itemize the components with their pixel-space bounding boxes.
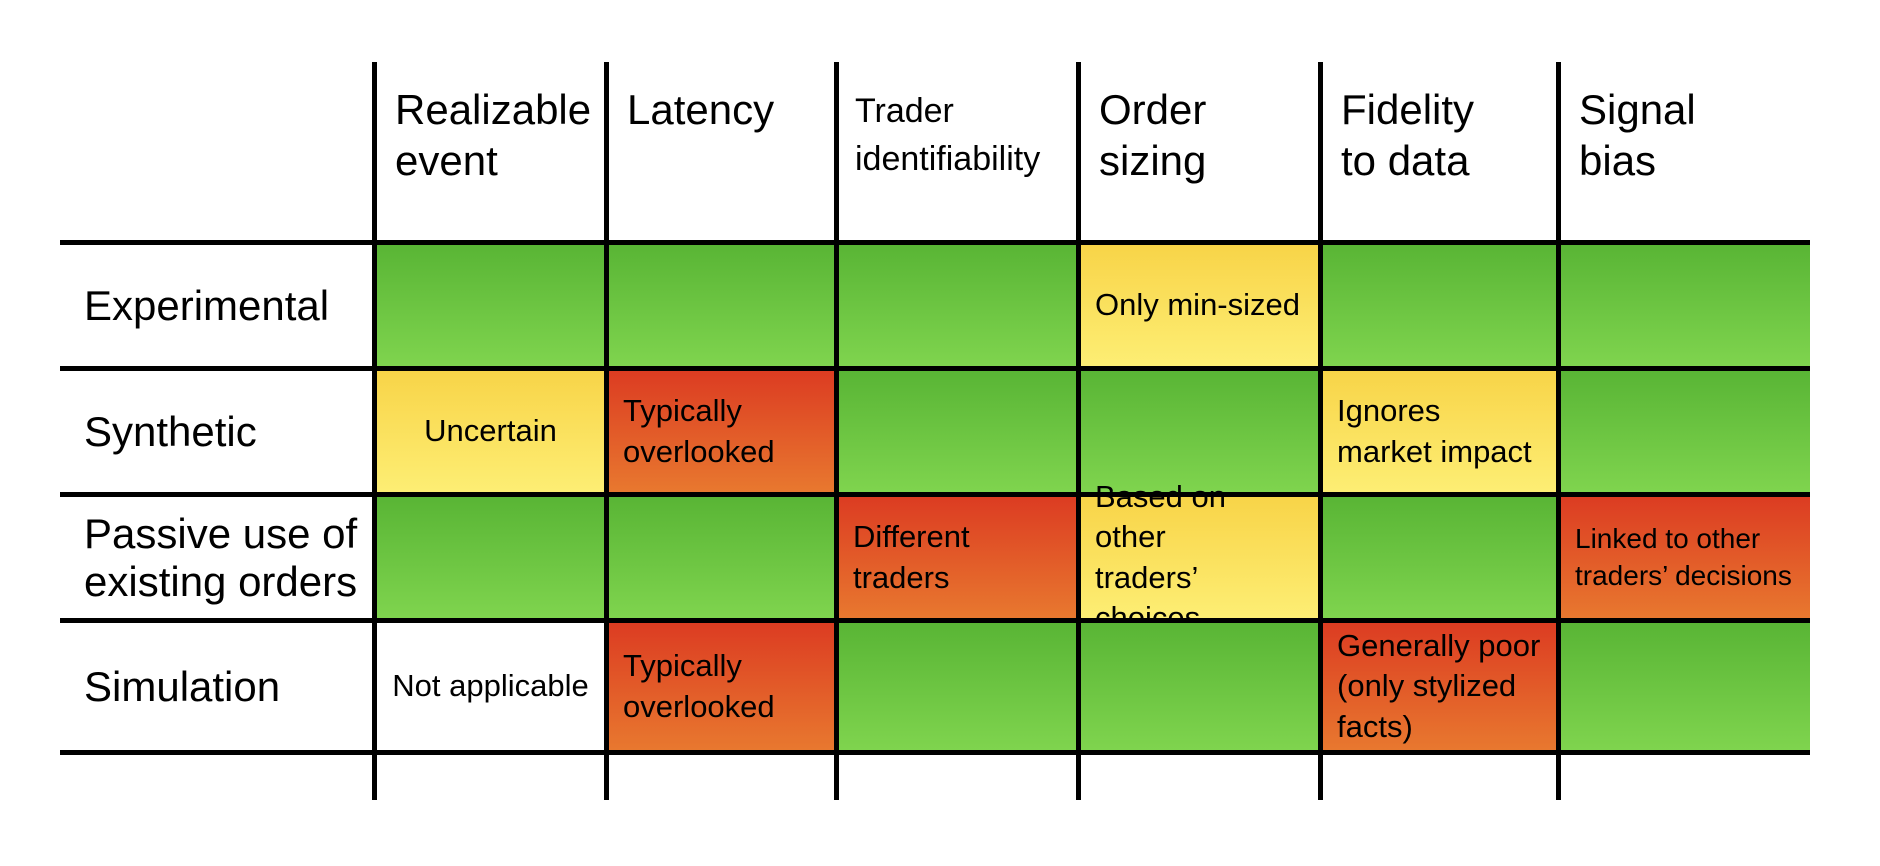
table-cell-yellow: Uncertain	[377, 371, 604, 492]
column-header-line: bias	[1579, 137, 1657, 185]
table-cell-line: market impact	[1337, 433, 1532, 469]
grid-horizontal-line	[60, 618, 1810, 623]
row-label-text: Experimental	[84, 282, 329, 329]
column-header-line: identifiability	[855, 139, 1041, 178]
table-cell-text: Not applicable	[392, 666, 588, 706]
table-cell-text: Typically overlooked	[623, 646, 775, 727]
table-cell-red: Linked to other traders’ decisions	[1561, 497, 1810, 618]
grid-horizontal-line	[60, 366, 1810, 371]
table-cell-line: traders’ choices	[1095, 559, 1200, 635]
table-cell-text: Typically overlooked	[623, 391, 775, 472]
table-cell-green	[609, 245, 834, 366]
column-header-latency: Latency	[609, 62, 834, 240]
column-header-line: event	[395, 137, 498, 185]
table-cell-red: Generally poor (only stylized facts)	[1323, 623, 1556, 750]
column-header-line: Fidelity	[1341, 86, 1475, 133]
row-label-line: existing orders	[84, 557, 358, 605]
row-label-line: Synthetic	[84, 407, 257, 455]
row-label-line: Experimental	[84, 281, 330, 329]
table-cell-yellow: Ignores market impact	[1323, 371, 1556, 492]
grid-vertical-line	[372, 62, 377, 800]
column-header-line: to data	[1341, 137, 1470, 185]
row-label-line: Simulation	[84, 662, 281, 710]
table-cell-green	[839, 371, 1076, 492]
table-cell-red: Different traders	[839, 497, 1076, 618]
grid-horizontal-line	[60, 750, 1810, 755]
table-cell-line: Based on other	[1095, 479, 1226, 555]
table-cell-line: Generally poor	[1337, 628, 1541, 664]
column-header-line: Latency	[627, 86, 775, 133]
column-header-line: Signal	[1579, 86, 1696, 133]
table-cell-line: Typically	[623, 648, 742, 684]
table-cell-line: Ignores	[1337, 393, 1441, 429]
column-header-line: sizing	[1099, 137, 1207, 185]
table-cell-text: Generally poor (only stylized facts)	[1337, 626, 1540, 747]
table-cell-line: overlooked	[623, 688, 775, 724]
table-cell-yellow: Only min-sized	[1081, 245, 1318, 366]
table-cell-line: Uncertain	[424, 413, 557, 449]
row-label: Synthetic	[60, 371, 372, 492]
table-cell-green	[1561, 371, 1810, 492]
table-cell-line: Only min-sized	[1095, 287, 1300, 323]
table-cell-line: facts)	[1337, 708, 1413, 744]
table-cell-text: Only min-sized	[1095, 285, 1300, 325]
table-cell-green	[1561, 623, 1810, 750]
table-cell-green	[1323, 497, 1556, 618]
row-label: Experimental	[60, 245, 372, 366]
column-header-text: Trader identifiability	[855, 88, 1040, 183]
column-header-text: Latency	[627, 84, 774, 135]
table-cell-green	[839, 245, 1076, 366]
table-cell-green	[1561, 245, 1810, 366]
table-cell-line: Linked to other	[1575, 523, 1761, 555]
grid-vertical-line	[1556, 62, 1561, 800]
row-label-line: Passive use of	[84, 510, 358, 558]
table-cell-text: Ignores market impact	[1337, 391, 1532, 472]
table-cell-green	[377, 245, 604, 366]
grid-vertical-line	[1076, 62, 1081, 800]
table-cell-text: Linked to other traders’ decisions	[1575, 521, 1792, 594]
grid-horizontal-line	[60, 240, 1810, 245]
table-cell-green	[839, 623, 1076, 750]
table-cell-text: Different traders	[853, 517, 1062, 598]
column-header-line: Trader	[855, 92, 954, 130]
table-cell-text: Uncertain	[424, 411, 557, 451]
table-cell-line: Typically	[623, 393, 742, 429]
row-label-text: Simulation	[84, 663, 280, 710]
table-cell-line: Not applicable	[392, 668, 589, 704]
table-cell-green	[1081, 371, 1318, 492]
table-cell-white: Not applicable	[377, 623, 604, 750]
column-header-trader: Trader identifiability	[839, 62, 1076, 240]
grid-vertical-line	[1318, 62, 1323, 800]
table-cell-green	[1323, 245, 1556, 366]
table-cell-line: Different traders	[853, 519, 970, 595]
table-cell-green	[609, 497, 834, 618]
table-cell-red: Typically overlooked	[609, 623, 834, 750]
table-cell-line: traders’ decisions	[1575, 559, 1792, 591]
table-cell-green	[1081, 623, 1318, 750]
column-header-line: Order	[1099, 86, 1207, 133]
table-cell-green	[377, 497, 604, 618]
row-label-text: Synthetic	[84, 408, 257, 455]
table-cell-line: (only stylized	[1337, 668, 1517, 704]
grid-vertical-line	[604, 62, 609, 800]
grid-vertical-line	[834, 62, 839, 800]
grid-horizontal-line	[60, 492, 1810, 497]
table-cell-line: overlooked	[623, 433, 775, 469]
row-label: Simulation	[60, 623, 372, 750]
column-header-line: Realizable	[395, 86, 592, 133]
table-cell-red: Typically overlooked	[609, 371, 834, 492]
